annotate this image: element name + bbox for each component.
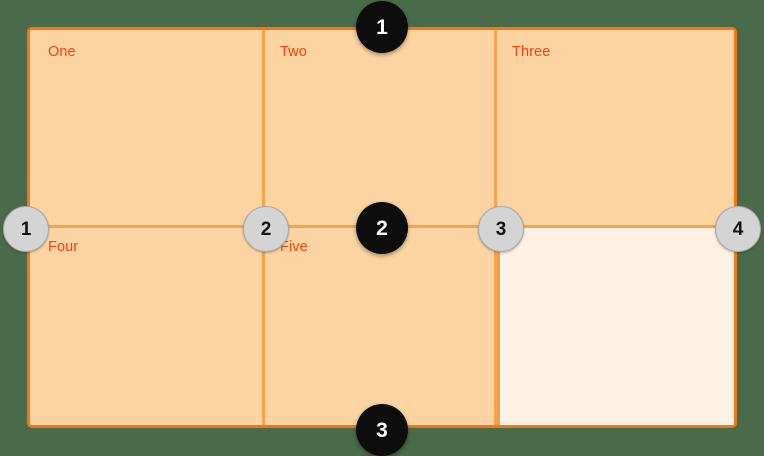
column-handle-3[interactable]: 3 <box>478 206 524 252</box>
column-handle-2[interactable]: 2 <box>243 206 289 252</box>
grid-cell-three[interactable]: Three <box>494 30 734 225</box>
column-handle-3-label: 3 <box>495 218 507 240</box>
cell-label-two: Two <box>280 44 307 60</box>
grid-cell-four[interactable]: Four <box>30 225 262 425</box>
row-handle-3[interactable]: 3 <box>356 404 408 456</box>
row-handle-2[interactable]: 2 <box>356 202 408 254</box>
cell-label-five: Five <box>280 239 308 255</box>
column-handle-2-label: 2 <box>260 218 272 240</box>
column-handle-4[interactable]: 4 <box>715 206 761 252</box>
cell-label-one: One <box>48 44 76 60</box>
cell-label-three: Three <box>512 44 551 60</box>
grid-cell-empty[interactable] <box>494 225 734 425</box>
column-handle-1[interactable]: 1 <box>3 206 49 252</box>
cell-label-four: Four <box>48 239 79 255</box>
column-handle-1-label: 1 <box>20 218 32 240</box>
grid-cell-one[interactable]: One <box>30 30 262 225</box>
row-handle-1-label: 1 <box>376 15 388 39</box>
grid-cell-two[interactable]: Two <box>262 30 494 225</box>
column-handle-4-label: 4 <box>732 218 744 240</box>
grid-cell-five[interactable]: Five <box>262 225 494 425</box>
row-handle-2-label: 2 <box>376 216 388 240</box>
row-handle-3-label: 3 <box>376 418 388 442</box>
row-handle-1[interactable]: 1 <box>356 1 408 53</box>
